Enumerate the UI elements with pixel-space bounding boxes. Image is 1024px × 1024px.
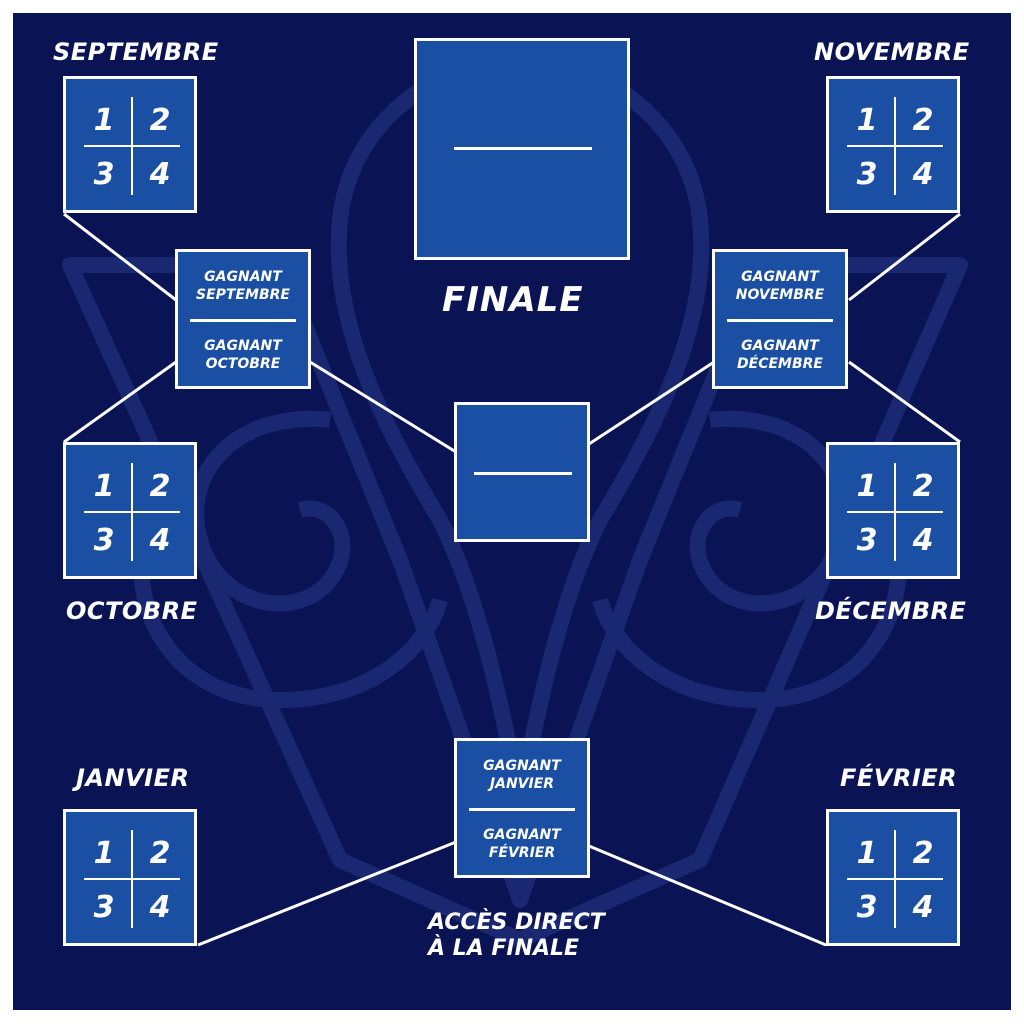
winner-month: SEPTEMBRE (196, 287, 290, 303)
seed-4: 4 (149, 890, 171, 925)
winner-label: GAGNANT (204, 269, 282, 285)
connector-oct (63, 360, 177, 444)
month-grid-fevrier: 1 2 3 4 (826, 809, 960, 946)
month-grid-janvier: 1 2 3 4 (63, 809, 197, 946)
semifinal-box (454, 402, 590, 542)
winner-box-jan-feb: GAGNANT JANVIER GAGNANT FÉVRIER (454, 738, 590, 878)
winner-label: GAGNANT (741, 269, 819, 285)
seed-1: 1 (93, 836, 115, 871)
winner-divider (190, 319, 296, 322)
winner-box-sep-oct: GAGNANT SEPTEMBRE GAGNANT OCTOBRE (175, 249, 311, 389)
seed-3: 3 (93, 523, 115, 558)
finale-box (414, 38, 630, 260)
seed-3: 3 (856, 890, 878, 925)
finale-title: FINALE (442, 280, 584, 320)
seed-2: 2 (912, 836, 934, 871)
seed-3: 3 (856, 157, 878, 192)
month-grid-septembre: 1 2 3 4 (63, 76, 197, 213)
seed-4: 4 (912, 157, 934, 192)
month-label-novembre: NOVEMBRE (814, 38, 970, 66)
winner-label: GAGNANT (204, 338, 282, 354)
seed-3: 3 (93, 890, 115, 925)
seed-3: 3 (856, 523, 878, 558)
winner-divider (727, 319, 833, 322)
winner-month: JANVIER (489, 776, 555, 792)
seed-3: 3 (93, 157, 115, 192)
seed-1: 1 (93, 103, 115, 138)
month-grid-octobre: 1 2 3 4 (63, 442, 197, 579)
connector-jan (197, 840, 457, 947)
connector-semi-right (588, 360, 715, 446)
seed-2: 2 (912, 469, 934, 504)
month-label-octobre: OCTOBRE (66, 597, 198, 625)
direct-access-line1: ACCÈS DIRECT (428, 910, 605, 935)
winner-label: GAGNANT (483, 827, 561, 843)
winner-label: GAGNANT (483, 758, 561, 774)
seed-2: 2 (149, 103, 171, 138)
seed-4: 4 (149, 157, 171, 192)
month-label-septembre: SEPTEMBRE (53, 38, 219, 66)
connector-semi-left (309, 360, 457, 454)
connector-nov (848, 212, 961, 302)
seed-1: 1 (93, 469, 115, 504)
seed-2: 2 (149, 836, 171, 871)
winner-month: NOVEMBRE (735, 287, 825, 303)
direct-access-text: ACCÈS DIRECT À LA FINALE (428, 910, 605, 962)
month-grid-decembre: 1 2 3 4 (826, 442, 960, 579)
month-label-fevrier: FÉVRIER (840, 764, 958, 792)
direct-access-line2: À LA FINALE (428, 936, 580, 961)
winner-month: DÉCEMBRE (737, 356, 823, 372)
seed-4: 4 (149, 523, 171, 558)
semifinal-blank-line (474, 472, 572, 475)
month-label-janvier: JANVIER (76, 764, 190, 792)
winner-month: OCTOBRE (205, 356, 281, 372)
winner-box-nov-dec: GAGNANT NOVEMBRE GAGNANT DÉCEMBRE (712, 249, 848, 389)
finale-blank-line (454, 147, 592, 150)
seed-4: 4 (912, 890, 934, 925)
seed-2: 2 (912, 103, 934, 138)
winner-month: FÉVRIER (488, 845, 556, 861)
seed-1: 1 (856, 836, 878, 871)
winner-divider (469, 808, 575, 811)
month-label-decembre: DÉCEMBRE (815, 597, 967, 625)
seed-2: 2 (149, 469, 171, 504)
seed-1: 1 (856, 103, 878, 138)
seed-4: 4 (912, 523, 934, 558)
month-grid-novembre: 1 2 3 4 (826, 76, 960, 213)
winner-label: GAGNANT (741, 338, 819, 354)
connector-feb (588, 844, 827, 947)
seed-1: 1 (856, 469, 878, 504)
connector-sep (63, 212, 177, 302)
connector-dec (848, 360, 961, 444)
